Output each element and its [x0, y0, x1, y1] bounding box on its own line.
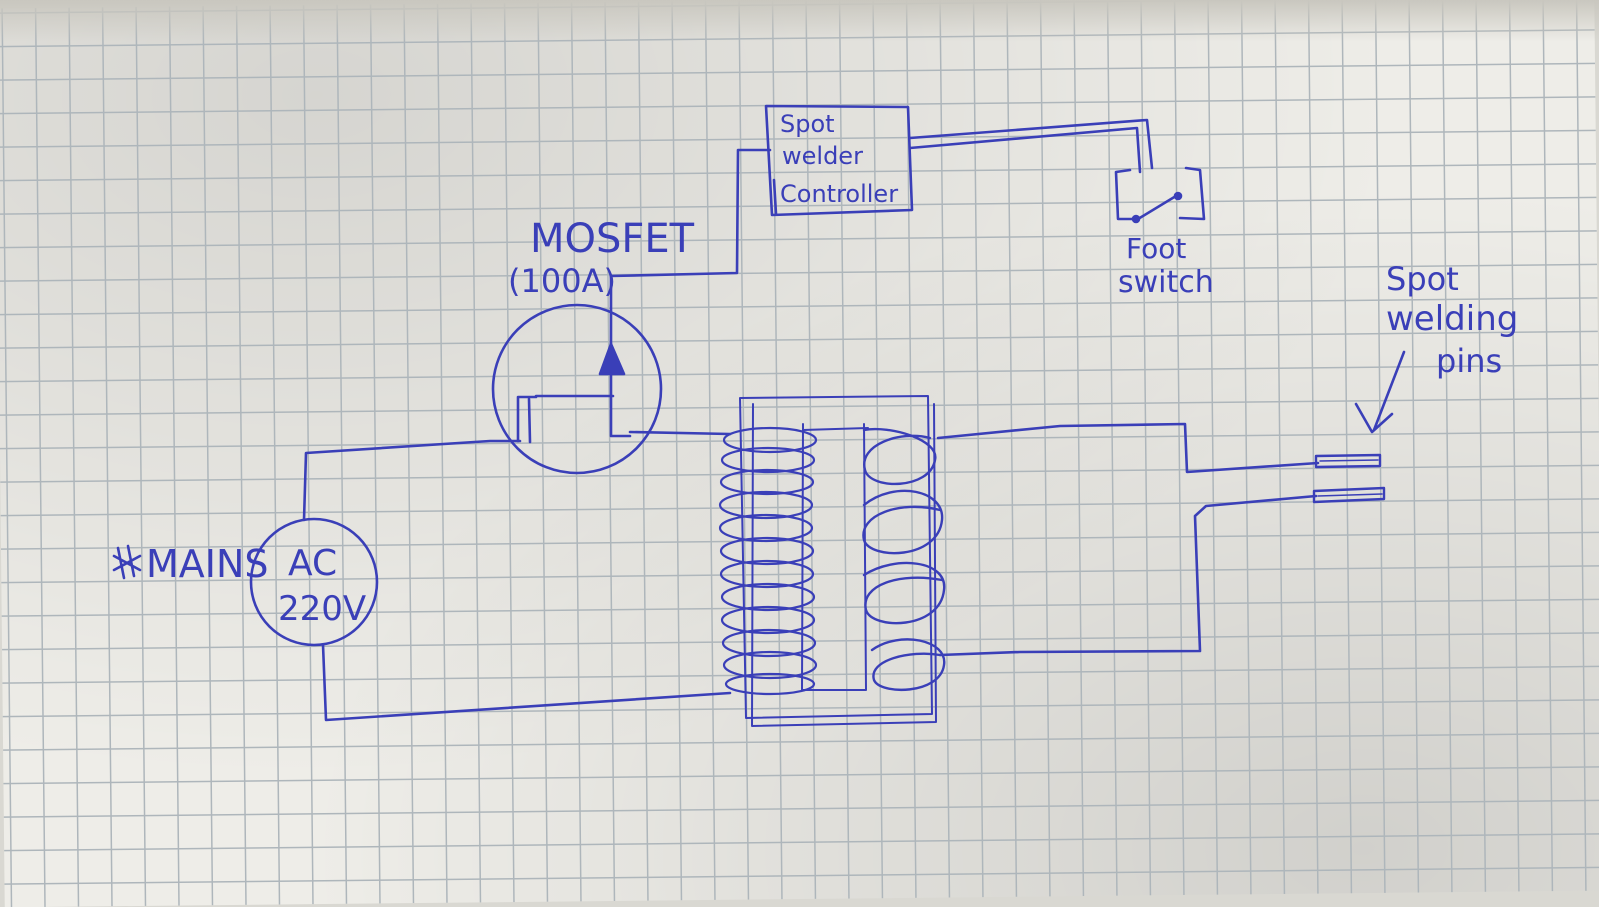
mosfet-channel — [527, 397, 532, 444]
transformer-core-outer-2 — [751, 403, 937, 727]
voltage-label: 220V — [278, 589, 366, 629]
controller-inner-mark — [772, 178, 778, 216]
welding-pins — [1312, 453, 1386, 504]
transformer-core-outer — [739, 395, 933, 719]
foot-switch — [1114, 166, 1206, 224]
secondary-coil — [862, 427, 946, 691]
welding-pin-1 — [1314, 453, 1382, 469]
foot-switch-label-1: Foot — [1126, 232, 1186, 265]
wire-secondary-to-pin-2 — [938, 494, 1318, 657]
foot-switch-right-bracket — [1178, 166, 1206, 221]
controller-box: Spot welder Controller — [764, 104, 914, 217]
ac-label: AC — [288, 543, 337, 584]
transformer-core-window — [801, 423, 867, 691]
transformer-core-top — [802, 427, 869, 431]
mosfet-symbol — [491, 274, 663, 475]
controller-outline — [764, 104, 914, 217]
foot-switch-contact-b — [1173, 191, 1183, 201]
controller-label-2: welder — [782, 142, 863, 170]
ac-source: AC 220V — [249, 517, 379, 647]
wire-mosfet-to-controller — [609, 148, 772, 278]
mosfet-gate — [516, 395, 538, 443]
foot-switch-contact-a — [1131, 214, 1141, 224]
wire-controller-to-switch-a — [908, 118, 1154, 170]
ac-source-circle — [249, 517, 379, 647]
welding-pin-2 — [1312, 486, 1386, 504]
foot-switch-label-2: switch — [1118, 265, 1214, 300]
wire-secondary-to-pin-1 — [936, 422, 1320, 474]
foot-switch-lever — [1136, 194, 1178, 221]
foot-switch-left-bracket — [1114, 168, 1136, 221]
pins-label-3: pins — [1436, 342, 1502, 380]
mosfet-circle — [491, 303, 663, 475]
controller-label-3: Controller — [780, 180, 898, 208]
primary-coil — [718, 426, 818, 696]
paper-top-edge — [0, 0, 1599, 42]
wire-source-return — [321, 643, 732, 722]
wire-controller-to-switch-b — [908, 126, 1142, 174]
mosfet-rating-label: (100A) — [508, 262, 616, 300]
mosfet-label: MOSFET — [530, 216, 695, 262]
pins-label-1: Spot — [1386, 260, 1459, 298]
pins-arrow — [1354, 350, 1406, 434]
wire-source-to-primary — [628, 430, 732, 436]
controller-label-1: Spot — [780, 110, 835, 138]
transformer — [739, 395, 937, 727]
scribble-mark — [112, 544, 142, 580]
mosfet-diode-arrow — [598, 342, 626, 376]
pins-label-2: welding — [1386, 299, 1518, 339]
mosfet-drain-source — [609, 274, 632, 438]
wire-source-to-gate — [302, 439, 522, 522]
mains-label: MAINS — [146, 542, 269, 586]
